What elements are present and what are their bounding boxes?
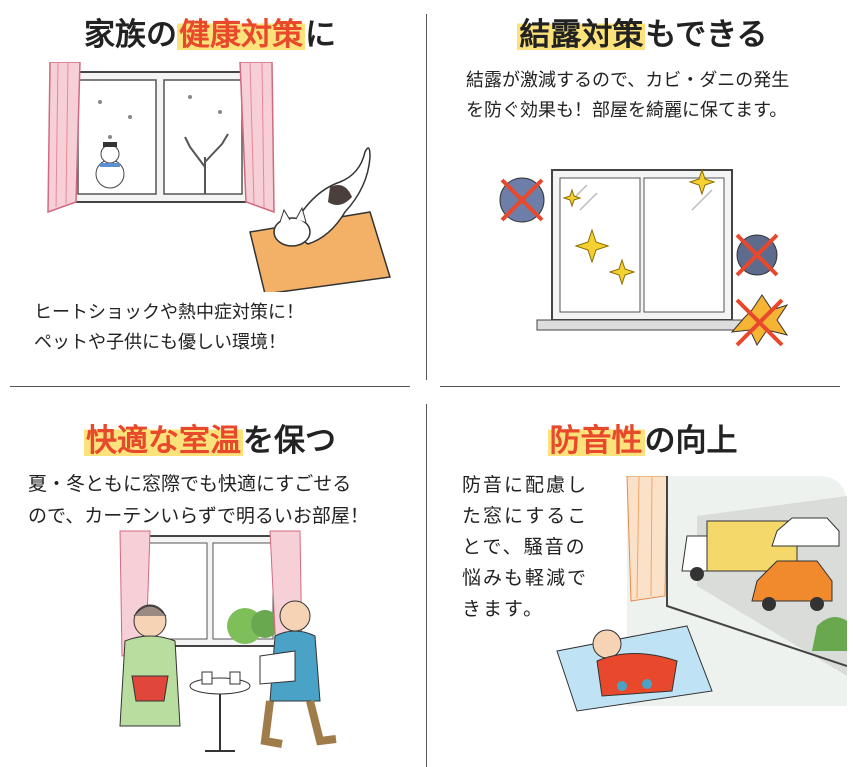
- body-line: を防ぐ効果も！部屋を綺麗に保てます。: [466, 100, 788, 121]
- panel-health: 家族の健康対策に: [0, 0, 420, 380]
- heading-post: を保つ: [243, 423, 336, 459]
- panel-body: 結露が激減するので、カビ・ダニの発生 を防ぐ効果も！部屋を綺麗に保てます。: [466, 66, 789, 126]
- elderly-couple-icon: [119, 600, 337, 748]
- body-line: きます。: [462, 598, 545, 620]
- window-icon: [536, 169, 748, 331]
- panel-condensation: 結露対策もできる 結露が激減するので、カビ・ダニの発生 を防ぐ効果も！部屋を綺麗…: [432, 0, 853, 380]
- heading-highlight: 健康対策: [177, 17, 305, 53]
- body-line: た窓にするこ: [462, 505, 589, 527]
- panel-comfort: 快適な室温を保つ 夏・冬ともに窓際でも快適にすごせる ので、カーテンいらずで明る…: [0, 396, 420, 767]
- heading-post: に: [305, 17, 336, 53]
- panel-soundproof: 防音性の向上 防音に配慮し た窓にするこ とで、騒音の 悩みも軽減で きます。: [432, 396, 853, 767]
- heading-post: の向上: [644, 423, 738, 459]
- panel-body: 夏・冬ともに窓際でも快適にすごせる ので、カーテンいらずで明るいお部屋！: [28, 468, 369, 532]
- clean-window-illustration: [499, 168, 789, 347]
- heading-pre: 家族の: [84, 17, 177, 53]
- panel-body: 防音に配慮し た窓にするこ とで、騒音の 悩みも軽減で きます。: [462, 470, 588, 625]
- sparkle-icon: [562, 168, 716, 286]
- body-line: ヒートショックや熱中症対策に！: [34, 302, 304, 323]
- heading-highlight: 結露対策: [517, 17, 646, 53]
- panel-heading: 結露対策もできる: [432, 14, 853, 56]
- divider-horizontal-left: [10, 386, 410, 387]
- body-line: ペットや子供にも優しい環境！: [34, 332, 286, 353]
- curtain-icon: [47, 62, 275, 214]
- panel-heading: 家族の健康対策に: [0, 14, 420, 56]
- heading-highlight: 防音性: [547, 423, 645, 459]
- car-icon: [751, 517, 840, 611]
- curtain-icon: [626, 476, 668, 602]
- panel-heading: 快適な室温を保つ: [0, 420, 420, 462]
- body-line: 防音に配慮し: [462, 474, 589, 496]
- street-window-illustration: [556, 476, 847, 712]
- body-line: ので、カーテンいらずで明るいお部屋！: [28, 505, 369, 527]
- divider-horizontal-right: [440, 386, 840, 387]
- window-cat-illustration: [47, 62, 391, 292]
- body-line: とで、騒音の: [462, 536, 587, 558]
- heading-post: もできる: [645, 17, 768, 53]
- panel-body: ヒートショックや熱中症対策に！ ペットや子供にも優しい環境！: [34, 298, 304, 358]
- divider-vertical-bottom: [426, 404, 427, 767]
- body-line: 悩みも軽減で: [462, 567, 589, 589]
- snowman-icon: [95, 142, 125, 189]
- mold-icon: [499, 177, 789, 347]
- body-line: 夏・冬ともに窓際でも快適にすごせる: [28, 473, 352, 495]
- cat-icon: [273, 147, 371, 247]
- window-icon: [69, 71, 251, 203]
- heading-highlight: 快適な室温: [84, 423, 243, 459]
- baby-icon: [592, 629, 678, 697]
- divider-vertical-top: [426, 14, 427, 380]
- living-room-illustration: [119, 530, 337, 752]
- body-line: 結露が激減するので、カビ・ダニの発生: [466, 70, 790, 91]
- panel-heading: 防音性の向上: [432, 420, 853, 462]
